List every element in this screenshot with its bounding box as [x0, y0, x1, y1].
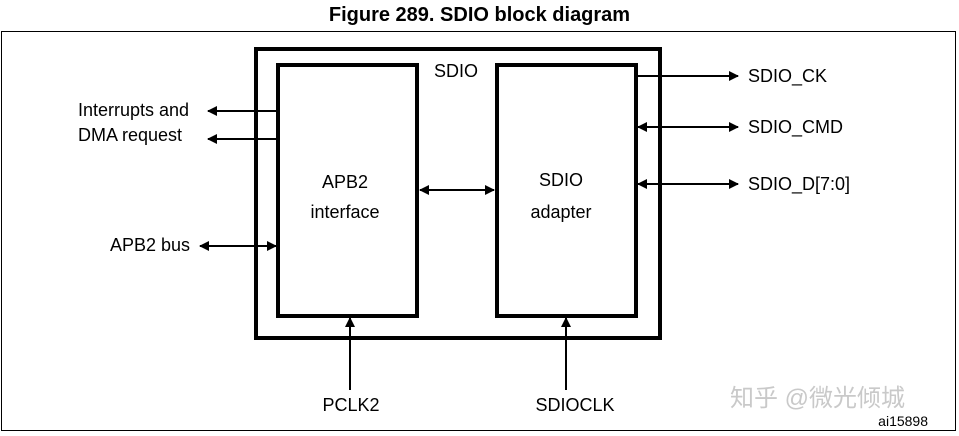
sdio-outer-label: SDIO	[434, 61, 478, 81]
sdio-cmd-label: SDIO_CMD	[748, 117, 843, 138]
sdioclk-label: SDIOCLK	[535, 395, 614, 415]
watermark-text: 知乎 @微光倾城	[730, 385, 905, 412]
figure-title: Figure 289. SDIO block diagram	[328, 4, 631, 26]
interrupts-label-line2: DMA request	[78, 125, 182, 145]
sdio-ck-label: SDIO_CK	[748, 66, 827, 87]
interrupts-label-line1: Interrupts and	[78, 100, 189, 120]
figure-id-label: ai15898	[878, 413, 928, 429]
apb2-interface-label-line2: interface	[310, 202, 379, 222]
sdio-data-label: SDIO_D[7:0]	[748, 174, 850, 195]
figure-frame	[1, 31, 956, 431]
sdio-outer-block	[254, 47, 662, 340]
apb2-interface-label-line1: APB2	[322, 172, 368, 192]
apb2-interface-block	[276, 63, 419, 318]
sdio-adapter-label-line2: adapter	[530, 202, 591, 222]
pclk2-label: PCLK2	[322, 395, 379, 415]
apb2-bus-label: APB2 bus	[110, 235, 190, 255]
sdio-adapter-block	[495, 63, 638, 318]
sdio-adapter-label-line1: SDIO	[539, 170, 583, 190]
